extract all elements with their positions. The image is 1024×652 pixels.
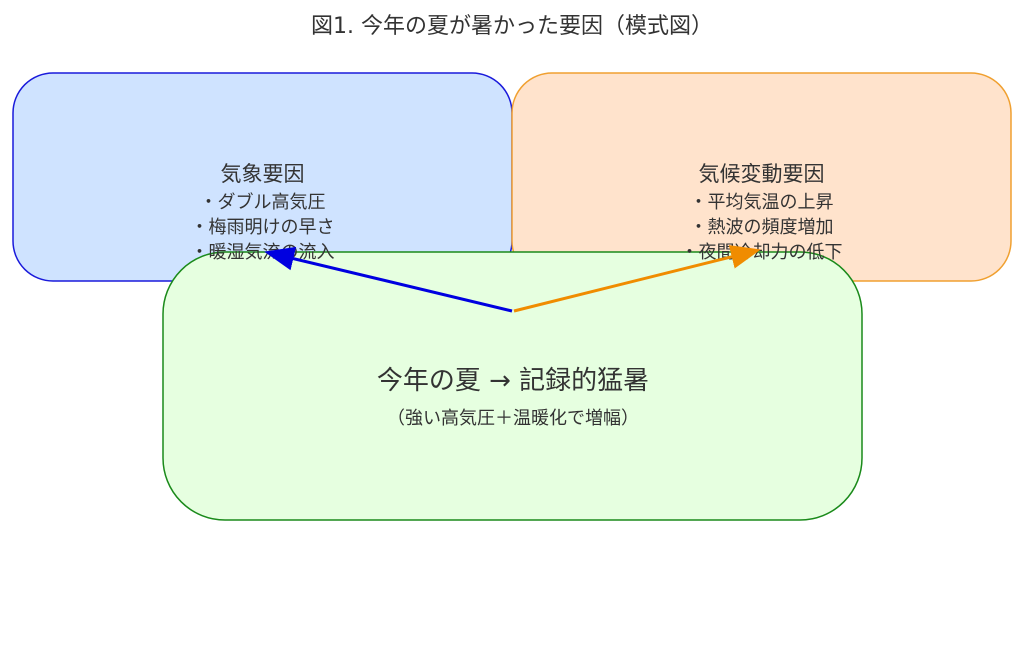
figure-title: 図1. 今年の夏が暑かった要因（模式図） bbox=[311, 14, 713, 39]
summer-result-subtitle: （強い高気圧＋温暖化で増幅） bbox=[387, 408, 639, 429]
climate-factors-list: ・平均気温の上昇 ・熱波の頻度増加 ・夜間冷却力の低下 bbox=[512, 190, 1011, 265]
list-item: ・梅雨明けの早さ bbox=[190, 217, 335, 238]
summer-result-box bbox=[162, 251, 863, 521]
list-item: ・暖湿気流の流入 bbox=[190, 242, 335, 263]
list-item: ・熱波の頻度増加 bbox=[689, 217, 834, 238]
list-item: ・夜間冷却力の低下 bbox=[680, 242, 843, 263]
summer-result-label: 今年の夏 → 記録的猛暑 bbox=[376, 366, 650, 396]
climate-factors-heading: 気候変動要因 bbox=[698, 162, 825, 186]
list-item: ・平均気温の上昇 bbox=[689, 192, 834, 213]
list-item: ・ダブル高気圧 bbox=[199, 192, 326, 213]
weather-factors-list: ・ダブル高気圧 ・梅雨明けの早さ ・暖湿気流の流入 bbox=[13, 190, 512, 265]
weather-factors-heading: 気象要因 bbox=[220, 162, 305, 186]
